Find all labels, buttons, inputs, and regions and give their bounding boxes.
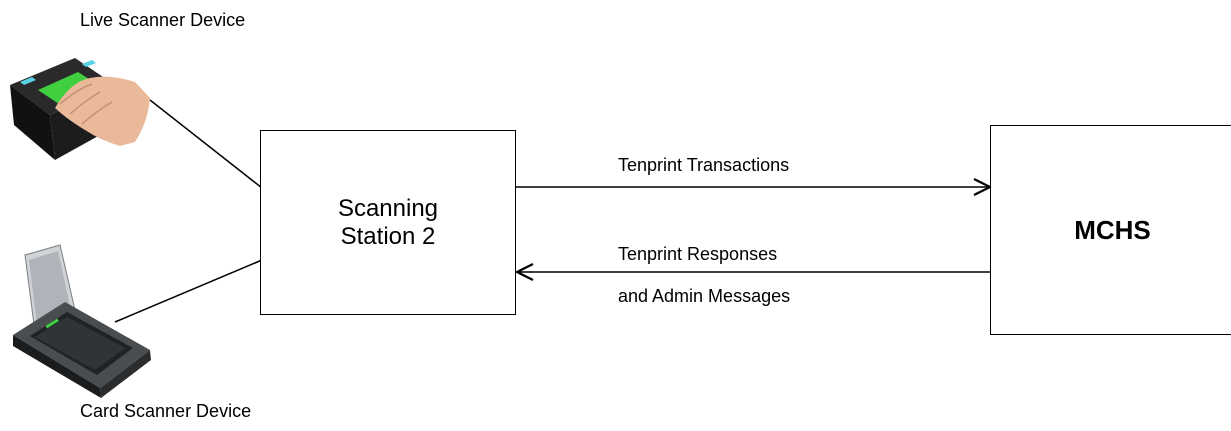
mchs-box: MCHS [990,125,1231,335]
mchs-title: MCHS [1074,215,1151,245]
live-scanner-label: Live Scanner Device [80,10,246,30]
scanning-station-line2: Station 2 [340,222,436,250]
outbound-link-label: Tenprint Transactions [618,155,790,175]
scanning-station-title: Scanning Station 2 [338,195,438,251]
card-scanner-label: Card Scanner Device [80,401,252,421]
inbound-link-label-line1: Tenprint Responses [618,244,778,264]
scanning-station-box: Scanning Station 2 [260,130,516,315]
scanning-station-line1: Scanning [337,194,439,222]
inbound-link-label-line2: and Admin Messages [618,286,791,306]
live-fingerprint-scanner-icon [10,58,150,160]
live-scanner-connector [149,99,263,189]
flatbed-card-scanner-icon [13,244,151,398]
card-scanner-connector [114,259,263,323]
